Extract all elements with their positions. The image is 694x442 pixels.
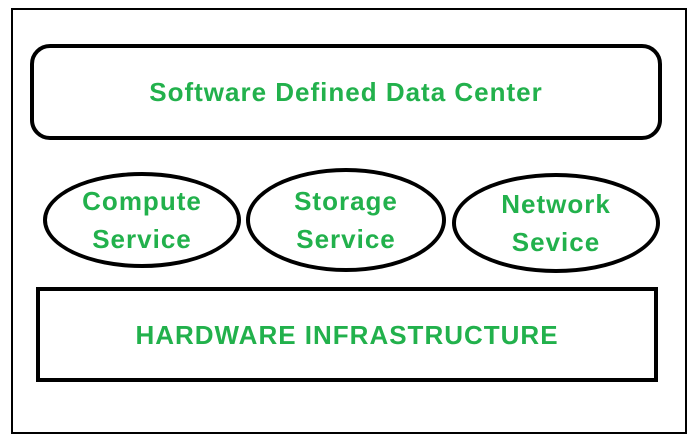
sddc-box: Software Defined Data Center	[30, 44, 662, 140]
hardware-infrastructure-box: HARDWARE INFRASTRUCTURE	[36, 287, 658, 382]
storage-service-line2: Service	[296, 224, 396, 254]
outer-frame	[11, 8, 687, 434]
compute-service-oval: Compute Service	[43, 172, 241, 268]
compute-service-line2: Service	[92, 224, 192, 254]
network-service-line1: Network	[501, 189, 611, 219]
network-service-line2: Sevice	[511, 227, 601, 257]
compute-service-line1: Compute	[82, 186, 202, 216]
storage-service-line1: Storage	[294, 186, 398, 216]
network-service-label: Network Sevice	[501, 185, 611, 261]
storage-service-oval: Storage Service	[246, 168, 446, 272]
network-service-oval: Network Sevice	[452, 173, 660, 273]
storage-service-label: Storage Service	[294, 182, 398, 258]
compute-service-label: Compute Service	[82, 182, 202, 258]
hardware-infrastructure-label: HARDWARE INFRASTRUCTURE	[135, 319, 559, 350]
sddc-label: Software Defined Data Center	[149, 77, 543, 107]
